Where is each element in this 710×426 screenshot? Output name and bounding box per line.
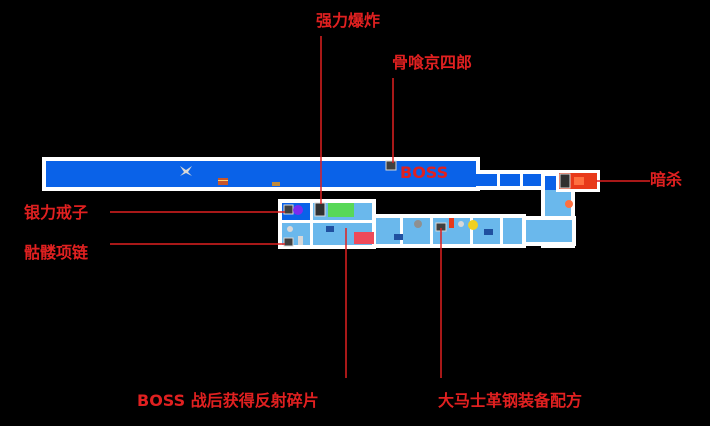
- corridor-dividers: [400, 218, 503, 244]
- annotation-lines: [110, 36, 650, 378]
- label-skull-necklace: 骷髅项链: [24, 243, 89, 262]
- coin-icon: [468, 220, 478, 230]
- label-boss-reward: BOSS 战后获得反射碎片: [137, 391, 319, 410]
- label-silver-ring: 银力戒子: [24, 203, 89, 222]
- chest-icon: [326, 226, 334, 232]
- chest-icon: [574, 177, 584, 185]
- label-damascus-recipe: 大马士革钢装备配方: [438, 391, 583, 410]
- door-icon: [449, 218, 454, 228]
- npc-icon: [458, 221, 464, 227]
- door-icon: [559, 173, 571, 189]
- treasure-chest-icon: [272, 182, 280, 186]
- label-bone-kyoshiro: 骨喰京四郎: [392, 53, 473, 72]
- save-point-icon: [283, 237, 294, 247]
- orb-icon: [414, 220, 422, 228]
- orb-icon: [293, 205, 303, 215]
- boss-terminal-icon: [385, 160, 397, 171]
- npc-icon: [298, 236, 303, 245]
- winged-enemy-icon: [180, 166, 192, 176]
- upper-corridor: [42, 157, 480, 191]
- chest-icon: [484, 229, 493, 235]
- save-point-icon: [283, 204, 294, 215]
- label-assassinate: 暗杀: [650, 170, 683, 189]
- npc-icon: [565, 200, 573, 208]
- npc-icon: [287, 226, 293, 232]
- door-icon: [314, 202, 326, 217]
- chest-icon: [394, 234, 403, 240]
- label-strong-blast: 强力爆炸: [316, 11, 381, 30]
- boss-marker: BOSS: [400, 163, 449, 182]
- treasure-chest-icon: [218, 178, 228, 185]
